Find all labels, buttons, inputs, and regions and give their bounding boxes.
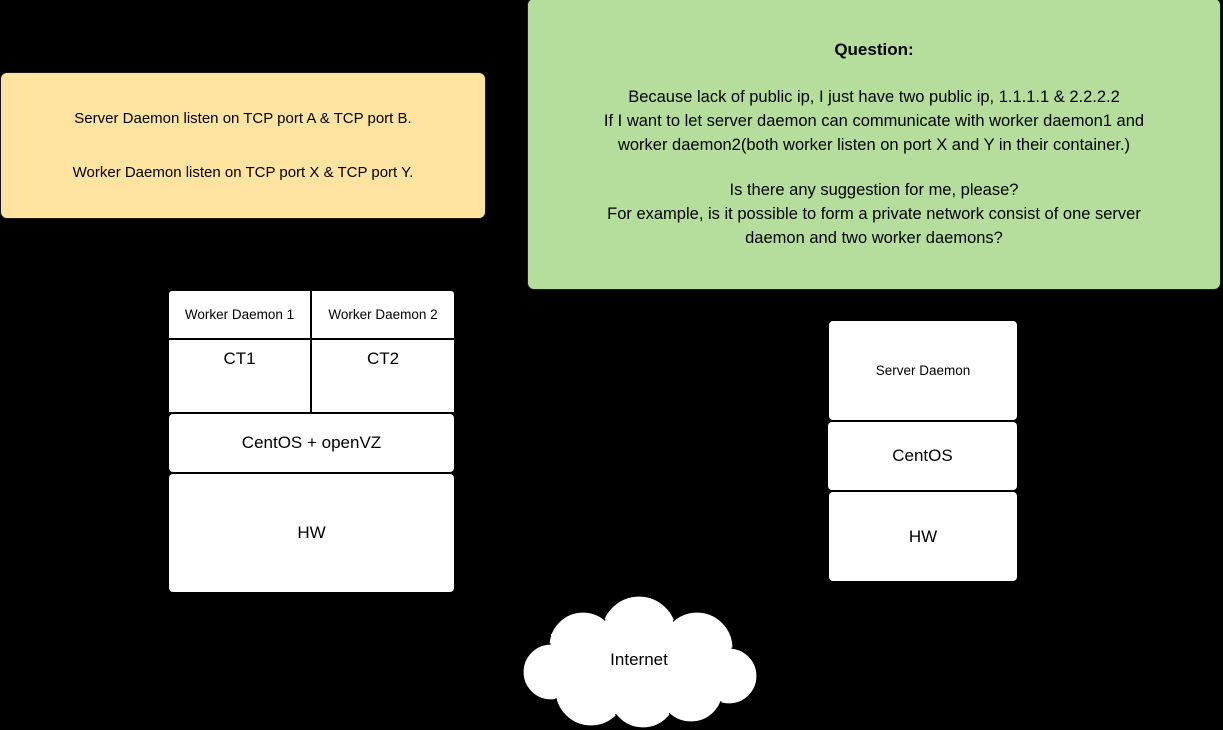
question-note-line-3: worker daemon2(both worker listen on por… (617, 135, 1131, 154)
container-ct2-box: CT2 (311, 339, 455, 413)
worker-daemon-2-label: Worker Daemon 2 (328, 307, 438, 322)
container-ct1-label: CT1 (223, 349, 256, 368)
ports-note: Server Daemon listen on TCP port A & TCP… (0, 72, 486, 219)
question-note-line-4: Is there any suggestion for me, please? (729, 180, 1019, 199)
question-note: Question: Because lack of public ip, I j… (527, 0, 1221, 290)
server-hardware-label: HW (908, 526, 938, 546)
worker-daemon-1-box: Worker Daemon 1 (168, 290, 311, 339)
worker-hardware-box: HW (168, 473, 455, 593)
worker-daemon-1-label: Worker Daemon 1 (184, 307, 295, 322)
internet-cloud: Internet (513, 594, 765, 730)
worker-daemon-2-box: Worker Daemon 2 (311, 290, 455, 339)
server-hardware-box: HW (828, 491, 1018, 582)
worker-hardware-label: HW (297, 523, 326, 542)
cloud-icon (522, 595, 758, 729)
ports-note-line-2: Worker Daemon listen on TCP port X & TCP… (72, 163, 414, 181)
server-daemon-label: Server Daemon (875, 363, 971, 378)
server-daemon-box: Server Daemon (828, 320, 1018, 421)
worker-os-label: CentOS + openVZ (241, 433, 382, 452)
question-note-line-1: Because lack of public ip, I just have t… (628, 87, 1120, 106)
server-os-box: CentOS (827, 421, 1018, 491)
worker-os-box: CentOS + openVZ (168, 413, 455, 473)
internet-label: Internet (610, 650, 668, 669)
question-note-title: Question: (834, 39, 914, 59)
ports-note-line-1: Server Daemon listen on TCP port A & TCP… (74, 109, 412, 127)
container-ct2-label: CT2 (366, 349, 400, 368)
container-ct1-box: CT1 (168, 339, 311, 413)
server-os-label: CentOS (892, 446, 953, 465)
question-note-line-5: For example, is it possible to form a pr… (607, 204, 1141, 223)
question-note-line-2: If I want to let server daemon can commu… (603, 111, 1145, 130)
question-note-line-6: daemon and two worker daemons? (745, 228, 1003, 247)
